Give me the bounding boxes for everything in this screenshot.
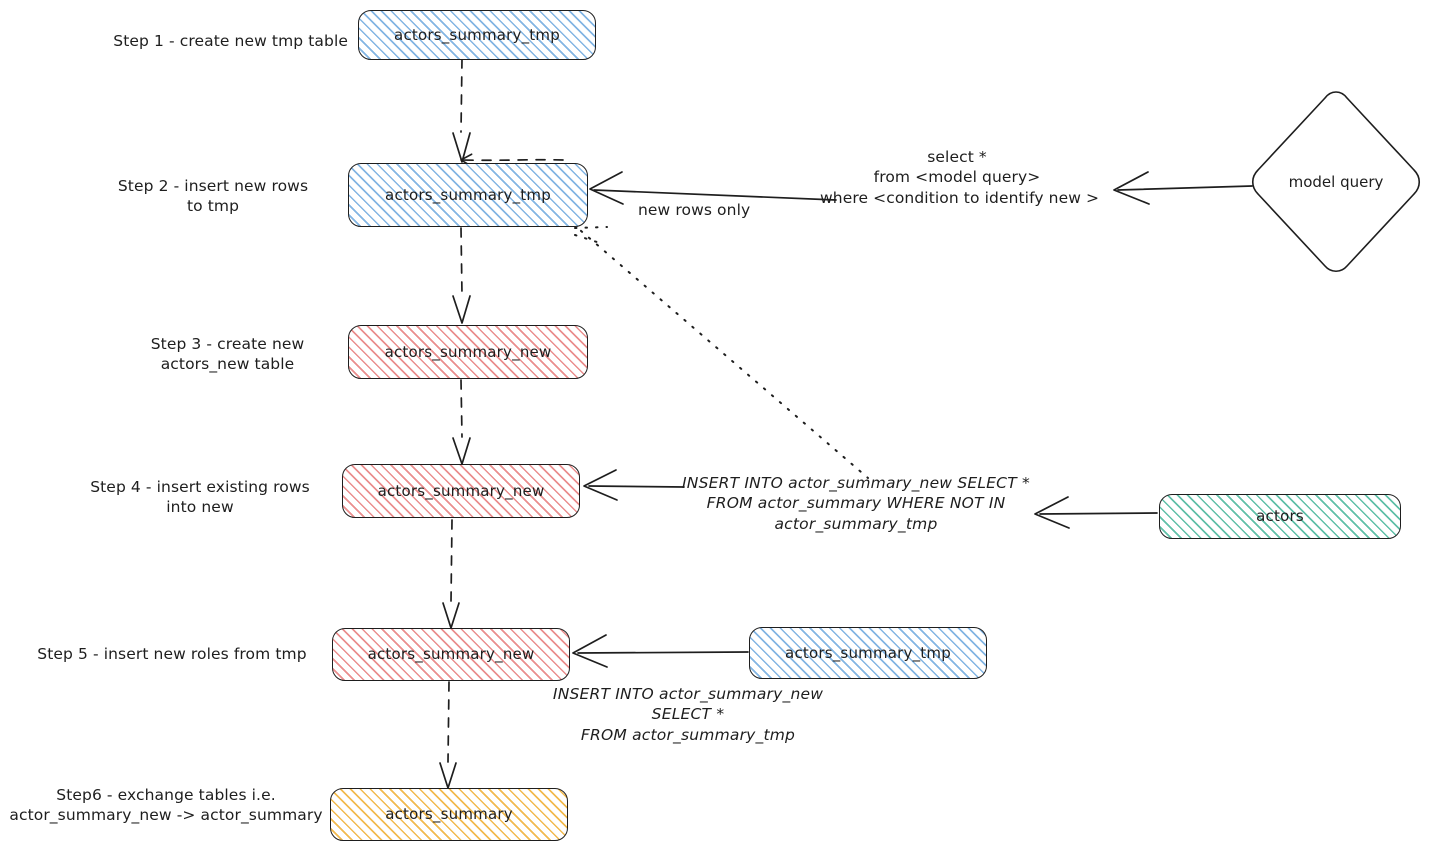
arrow-tmp-to-new-step5 [572,634,749,668]
annotation-insert-new-roles-sql: INSERT INTO actor_summary_new SELECT * F… [552,685,824,744]
node-label: model query [1288,173,1384,191]
node-label: actors_summary_new [367,645,535,664]
diamond-shape [1251,91,1421,273]
step-label-4: Step 4 - insert existing rows into new [90,478,310,517]
flow-arrow-step5-step6 [439,681,457,789]
node-actors-summary-tmp-step1[interactable]: actors_summary_tmp [358,10,596,60]
flow-arrow-step4-step5 [442,519,460,629]
flow-arrow-step2-step3 [452,227,471,324]
step-label-5: Step 5 - insert new roles from tmp [37,645,307,663]
node-actors-summary-final[interactable]: actors_summary [330,788,568,841]
step-label-1: Step 1 - create new tmp table [113,32,348,50]
arrow-model-query-to-sql [1113,171,1253,205]
node-actors-summary-new-step4[interactable]: actors_summary_new [342,464,580,518]
step-label-3: Step 3 - create new actors_new table [150,335,305,374]
dotted-reference-line [572,223,869,479]
arrow-actors-to-sql [1034,496,1158,529]
step-label-2: Step 2 - insert new rows to tmp [117,177,309,216]
arrow-insert-existing-into-new [583,469,685,501]
annotation-new-rows-only: new rows only [638,201,751,219]
node-label: actors_summary_new [384,342,552,361]
node-label: actors_summary_tmp [394,25,560,44]
node-label: actors_summary_tmp [385,185,551,204]
node-actors-summary-tmp-step2[interactable]: actors_summary_tmp [348,163,588,227]
node-actors-source[interactable]: actors [1159,494,1401,539]
flow-arrow-step3-step4 [452,379,471,465]
annotation-model-query-sql: select * from <model query> where <condi… [820,148,1100,207]
node-label: actors [1256,507,1304,526]
node-label: actors_summary_tmp [785,643,951,662]
annotation-insert-existing-sql: INSERT INTO actor_summary_new SELECT * F… [682,474,1030,533]
node-actors-summary-tmp-step5[interactable]: actors_summary_tmp [749,627,987,679]
node-actors-summary-new-step5[interactable]: actors_summary_new [332,628,570,681]
node-actors-summary-new-step3[interactable]: actors_summary_new [348,325,588,379]
node-model-query[interactable]: model query [1248,88,1424,276]
node-label: actors_summary_new [377,481,545,500]
step-label-6: Step6 - exchange tables i.e. actor_summa… [9,786,323,825]
flow-arrow-step1-step2 [452,58,564,168]
node-label: actors_summary [385,805,513,824]
